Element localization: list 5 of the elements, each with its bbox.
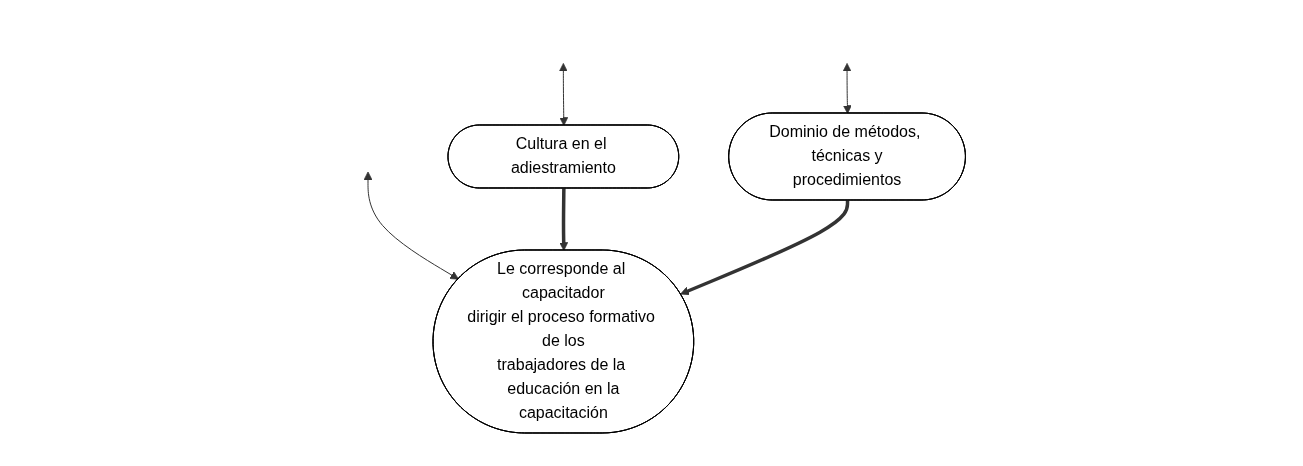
arrow (363, 171, 459, 280)
arrow (558, 63, 568, 126)
arrow (559, 188, 568, 251)
arrow (842, 63, 852, 114)
arrow (680, 200, 850, 296)
